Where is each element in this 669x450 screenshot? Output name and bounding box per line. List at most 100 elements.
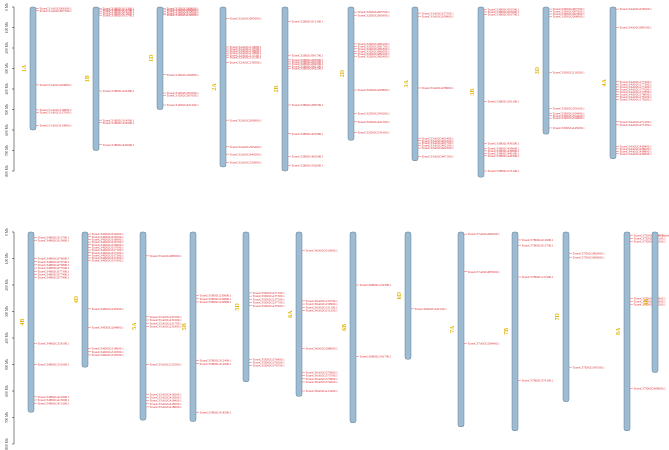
gene-label: TraesCS7A02G296400.1 — [468, 341, 501, 345]
gene-label: TraesCS2B02G081900.1 — [292, 60, 324, 64]
gene-label: TraesCS4D02G016700.1 — [92, 240, 125, 244]
chromosome-label: 6D — [397, 291, 403, 299]
gene-label: TraesCS3D02G445000.1 — [553, 126, 586, 130]
gene-label: TraesCS6A02G374000.1 — [306, 380, 339, 384]
gene-label: TraesCS1B02G014200.1 — [103, 10, 135, 14]
gene-label: TraesCS2A02G110700.1 — [230, 47, 262, 51]
gene-label: TraesCS4D02G017100.1 — [92, 248, 125, 252]
gene-label: TraesCS2D02G081800.1 — [358, 47, 391, 51]
gene-label: TraesCS3B02G439600.1 — [488, 147, 520, 151]
gene-label: TraesCS4D02G017300.1 — [92, 253, 125, 257]
gene-label: TraesCS4B02G076600.1 — [38, 257, 70, 261]
gene-label: TraesCS3A02G401400.1 — [422, 136, 455, 140]
gene-label: TraesCS5A02G312500.1 — [150, 363, 183, 367]
gene-label: TraesCS2D02G393200.1 — [358, 112, 391, 116]
gene-label: TraesCS4D02G017400.1 — [92, 256, 125, 260]
chromosome-label: 3A — [404, 80, 410, 88]
gene-label: TraesCS5D02G237900.1 — [253, 304, 286, 308]
gene-label: TraesCS1B02G012300.1 — [103, 6, 135, 10]
gene-label: TraesCS2D02G081600.1 — [358, 42, 391, 46]
gene-label: TraesCS3B02G003700.1 — [488, 12, 520, 16]
gene-label: TraesCS4D02G016500.1 — [92, 235, 125, 239]
chromosome-label: 4B — [20, 319, 26, 326]
ruler-tick-label: 700 Mb — [5, 145, 9, 156]
gene-label: TraesCS7D02G083000.1 — [573, 255, 606, 259]
gene-label: TraesCS2B02G081800.1 — [292, 58, 324, 62]
chromosome-3a — [411, 6, 419, 161]
gene-label: TraesCS1A02G006300.1 — [40, 7, 73, 11]
gene-label: TraesCS4A02G177600.1 — [620, 88, 653, 92]
chromosome-6b — [349, 231, 357, 424]
gene-label: TraesCS7D02G082900.1 — [573, 251, 606, 255]
gene-label: TraesCS5D02G237500.1 — [253, 297, 286, 301]
gene-label: TraesCS3A02G402300.1 — [422, 146, 455, 150]
gene-label: TraesCS4A02G271300.1 — [620, 123, 653, 127]
gene-label: TraesCS4B02G013800.1 — [38, 239, 70, 243]
chromosome-4b — [27, 231, 35, 413]
gene-label: TraesCS5D02G237100.1 — [253, 291, 286, 295]
gene-label: TraesCS2B02G081700.1 — [292, 53, 324, 57]
gene-label: TraesCS5A02G231800.1 — [150, 324, 183, 328]
gene-label: TraesCS6A02G150900.1 — [306, 302, 339, 306]
gene-label: TraesCS1B02G332000.1 — [103, 121, 135, 125]
gene-label: TraesCS4B02G077400.1 — [38, 273, 70, 277]
gene-label: TraesCS2D02G005700.1 — [358, 10, 391, 14]
chromosome-label: 5A — [132, 322, 138, 330]
gene-label: TraesCS3B02G440100.1 — [488, 151, 520, 155]
gene-label: TraesCS1D02G421200.1 — [167, 103, 200, 107]
gene-label: TraesCS3D02G354400.1 — [553, 111, 586, 115]
chromosome-label: 2A — [212, 83, 218, 91]
gene-label: TraesCS4A02G438600.1 — [620, 147, 653, 151]
gene-label: TraesCS5D02G376700.1 — [253, 364, 286, 368]
chromosome-6d — [404, 231, 412, 360]
gene-label: TraesCS5D02G376500.1 — [253, 360, 286, 364]
gene-label: TraesCS4A02G438800.1 — [620, 149, 653, 153]
gene-label: TraesCS3D02G354600.1 — [553, 114, 586, 118]
chromosome-label: 6A — [288, 310, 294, 318]
gene-label: TraesCS4A02G177800.1 — [620, 90, 653, 94]
gene-label: TraesCS6A02G415400.1 — [306, 389, 339, 393]
gene-label: TraesCS4B02G077300.1 — [38, 269, 70, 273]
gene-label: TraesCS1B02G015700.1 — [103, 13, 135, 17]
ruler-tick-label: 0 Mb — [5, 3, 9, 11]
chromosome-label: 4A — [602, 79, 608, 87]
gene-label: TraesCS2B02G481000.1 — [292, 154, 324, 158]
gene-label: TraesCS2D02G082200.1 — [358, 52, 391, 56]
ruler-tick-label: 500 Mb — [5, 359, 9, 370]
gene-label: TraesCS4D02G319300.1 — [92, 350, 125, 354]
gene-label: TraesCS2D02G082000.1 — [358, 49, 391, 53]
gene-label: TraesCS2D02G534100.1 — [358, 131, 391, 135]
gene-label: TraesCS3A02G258900.1 — [422, 86, 455, 90]
chromosome-label: 4D — [74, 295, 80, 303]
gene-label: TraesCS2D02G293800.1 — [358, 88, 391, 92]
gene-label: TraesCS7D02G213000.1 — [634, 300, 667, 304]
gene-label: TraesCS2B02G082000.1 — [292, 62, 324, 66]
ruler-tick-label: 800 Mb — [5, 165, 9, 176]
gene-label: TraesCS5A02G231700.1 — [150, 321, 183, 325]
ruler-tick-label: 200 Mb — [5, 279, 9, 290]
gene-label: TraesCS5A02G089500.1 — [150, 254, 183, 258]
gene-label: TraesCS7D02G408600.1 — [634, 386, 667, 390]
gene-label: TraesCS1A02G317000.1 — [40, 110, 73, 114]
gene-label: TraesCS7B02G015700.1 — [522, 243, 554, 247]
gene-label: TraesCS4B02G013700.1 — [38, 235, 70, 239]
gene-label: TraesCS1D02G009200.1 — [167, 8, 200, 12]
ruler-tick-label: 300 Mb — [5, 306, 9, 317]
gene-label: TraesCS4D02G017000.1 — [92, 245, 125, 249]
chromosome-label: 3D — [535, 66, 541, 74]
gene-label: TraesCS7D02G026200.1 — [634, 240, 667, 244]
gene-label: TraesCS4A02G178100.1 — [620, 95, 653, 99]
gene-label: TraesCS1B02G224300.1 — [103, 89, 135, 93]
gene-label: TraesCS4A02G019500.1 — [620, 7, 653, 11]
gene-label: TraesCS5A02G418500.1 — [150, 402, 183, 406]
gene-label: TraesCS2A02G111100.1 — [230, 53, 262, 57]
gene-label: TraesCS7B02G374100.1 — [522, 379, 554, 383]
gene-label: TraesCS4B02G413000.1 — [38, 398, 70, 402]
gene-label: TraesCS2A02G005000.1 — [230, 16, 263, 20]
gene-label: TraesCS5A02G418600.1 — [150, 405, 183, 409]
chromosome-3b — [477, 6, 485, 178]
ruler-tick-label: 600 Mb — [5, 385, 9, 396]
ruler-tick-label: 700 Mb — [5, 412, 9, 423]
gene-label: TraesCS2D02G009300.1 — [358, 13, 391, 17]
gene-label: TraesCS2A02G444200.1 — [230, 152, 263, 156]
